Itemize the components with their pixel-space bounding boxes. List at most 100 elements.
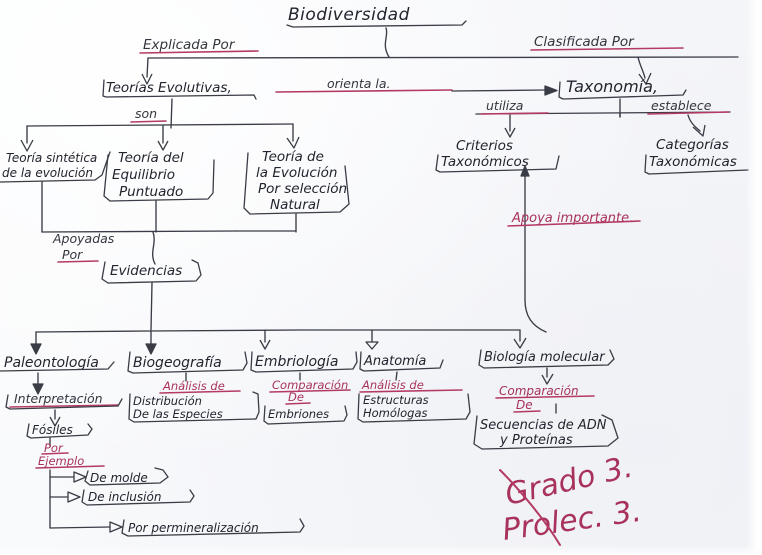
node-de-inclusion: De inclusión xyxy=(81,489,195,506)
underline-comparacion-de-1 xyxy=(269,389,351,393)
link-apoyadas-por: Apoyadas Por xyxy=(52,231,115,263)
connector-root-stem xyxy=(384,27,390,58)
arrowhead-criterios xyxy=(504,127,516,138)
link-explicada-por: Explicada Por xyxy=(139,37,259,54)
connector-permineralizacion xyxy=(49,526,111,529)
node-categorias-taxonomicas: Categorías Taxonómicas xyxy=(644,137,749,175)
arrowhead-teoria-seleccion xyxy=(286,136,300,149)
link-orienta-la-label: orienta la. xyxy=(327,76,391,91)
link-son-label: son xyxy=(135,106,157,121)
link-comparacion-de-line1: Comparación xyxy=(272,378,348,392)
node-secuencias-line2: y Proteínas xyxy=(499,433,573,448)
box-teoria-seleccion xyxy=(243,152,350,215)
node-secuencias-adn: Secuencias de ADN y Proteínas xyxy=(473,414,619,450)
underline-utiliza xyxy=(480,112,549,115)
arrowhead-biogeografia xyxy=(145,343,157,355)
node-teoria-seleccion-line1: Teoría de xyxy=(262,149,324,165)
link-apoyadas-por-line2: Por xyxy=(62,247,83,262)
node-teoria-seleccion-line2: la Evolución xyxy=(256,165,337,181)
link-explicada-por-label: Explicada Por xyxy=(143,37,236,53)
node-distribucion-line1: Distribución xyxy=(133,394,202,408)
underline-orienta-la xyxy=(275,89,453,93)
node-embriologia-label: Embriología xyxy=(255,354,338,370)
node-teoria-seleccion-line3: Por selección xyxy=(258,181,347,197)
node-de-molde-label: De molde xyxy=(90,471,148,485)
connector-evid-stem xyxy=(152,231,156,265)
arrowhead-embriologia xyxy=(259,339,271,350)
node-por-permineralizacion: Por permineralización xyxy=(121,518,305,537)
link-utiliza: utiliza xyxy=(480,98,549,115)
box-por-permineralizacion xyxy=(121,518,305,537)
underline-comparacion-adn-1 xyxy=(495,395,595,399)
connector-anat-analisis xyxy=(395,371,398,381)
box-criterios-taxonomicos xyxy=(435,154,560,173)
connector-evid-bar-left xyxy=(41,230,237,233)
underline-analisis-de xyxy=(159,390,241,394)
node-biogeografia-label: Biogeografía xyxy=(133,355,222,371)
node-categorias-line1: Categorías xyxy=(656,137,729,153)
node-biologia-molecular: Biología molecular xyxy=(478,349,615,369)
node-biogeografia: Biogeografía xyxy=(127,351,248,374)
underline-establece xyxy=(647,111,730,115)
node-distribucion-line2: De las Especies xyxy=(133,407,223,421)
box-taxonomia xyxy=(558,81,687,100)
link-analisis-de-label: Análisis de xyxy=(162,379,225,393)
node-de-inclusion-label: De inclusión xyxy=(88,490,161,504)
link-por-ejemplo-line2: Ejemplo xyxy=(38,454,84,468)
link-analisis-de-2-label: Análisis de xyxy=(361,378,424,392)
arrowhead-categorias xyxy=(692,124,706,137)
link-comparacion-de-line2: De xyxy=(288,390,304,404)
arrowhead-biologia-molecular xyxy=(513,337,527,349)
arrowhead-anatomia xyxy=(365,341,379,350)
link-comparacion-adn: Comparación De xyxy=(495,384,595,413)
link-interpretacion: Interpretación xyxy=(5,391,123,410)
connector-establece-down xyxy=(687,114,701,132)
connector-evidencias-stem xyxy=(150,282,153,331)
arrowhead-permineralizacion xyxy=(109,521,123,533)
node-biodiversidad: Biodiversidad xyxy=(286,5,467,28)
box-teorias-evolutivas xyxy=(102,79,257,100)
node-anatomia: Anatomía xyxy=(359,351,444,372)
node-biodiversidad-label: Biodiversidad xyxy=(288,5,410,25)
link-analisis-de-2: Análisis de xyxy=(359,378,463,393)
node-embriologia: Embriología xyxy=(250,351,358,373)
link-establece-label: establece xyxy=(651,98,712,113)
arrowhead-criterios-up xyxy=(520,165,530,177)
arrowhead-paleontologia xyxy=(30,343,42,355)
connector-explicada-down xyxy=(146,57,149,78)
underline-comparacion-adn-2 xyxy=(513,410,541,413)
connector-disciplines-bar xyxy=(35,329,521,333)
node-taxonomia-label: Taxonomía, xyxy=(566,77,658,96)
underline-comparacion-de-2 xyxy=(285,402,311,405)
node-categorias-line2: Taxonómicas xyxy=(649,154,737,170)
arrowhead-de-molde xyxy=(73,471,87,483)
node-criterios-line2: Taxonómicos xyxy=(441,154,529,170)
underline-por-ejemplo-2 xyxy=(35,465,105,469)
box-interpretacion xyxy=(5,394,123,410)
node-teoria-seleccion: Teoría de la Evolución Por selección Nat… xyxy=(243,149,350,215)
underline-analisis-de-2 xyxy=(359,389,463,393)
underline-clasificada-por xyxy=(530,47,684,51)
node-embriones-label: Embriones xyxy=(268,407,329,421)
arrowhead-interpretacion xyxy=(32,383,44,395)
link-son: son xyxy=(130,106,167,123)
connector-criterios-to-biomol xyxy=(524,169,547,333)
node-teoria-sintetica: Teoría sintética de la evolución xyxy=(0,151,111,183)
box-embriologia xyxy=(250,351,358,373)
node-anatomia-label: Anatomía xyxy=(363,354,426,369)
node-teoria-equilibrio: Teoría del Equilibrio Puntuado xyxy=(103,150,215,202)
underline-explicada-por xyxy=(139,50,259,54)
node-evidencias: Evidencias xyxy=(101,259,202,284)
box-biologia-molecular xyxy=(478,349,615,369)
annotation-grade: Grado 3. Prolec. 3. xyxy=(499,450,644,548)
underline-apoyadas-por xyxy=(57,260,99,263)
arrowhead-comparacion-adn xyxy=(541,373,554,385)
box-biogeografia xyxy=(127,351,248,374)
box-teoria-sintetica xyxy=(0,151,111,183)
node-teoria-sintetica-line2: de la evolución xyxy=(2,166,93,180)
underline-por-ejemplo-1 xyxy=(41,452,69,455)
node-teorias-evolutivas: Teorías Evolutivas, xyxy=(102,79,257,100)
link-clasificada-por-label: Clasificada Por xyxy=(534,34,635,50)
link-interpretacion-label: Interpretación xyxy=(14,391,103,406)
